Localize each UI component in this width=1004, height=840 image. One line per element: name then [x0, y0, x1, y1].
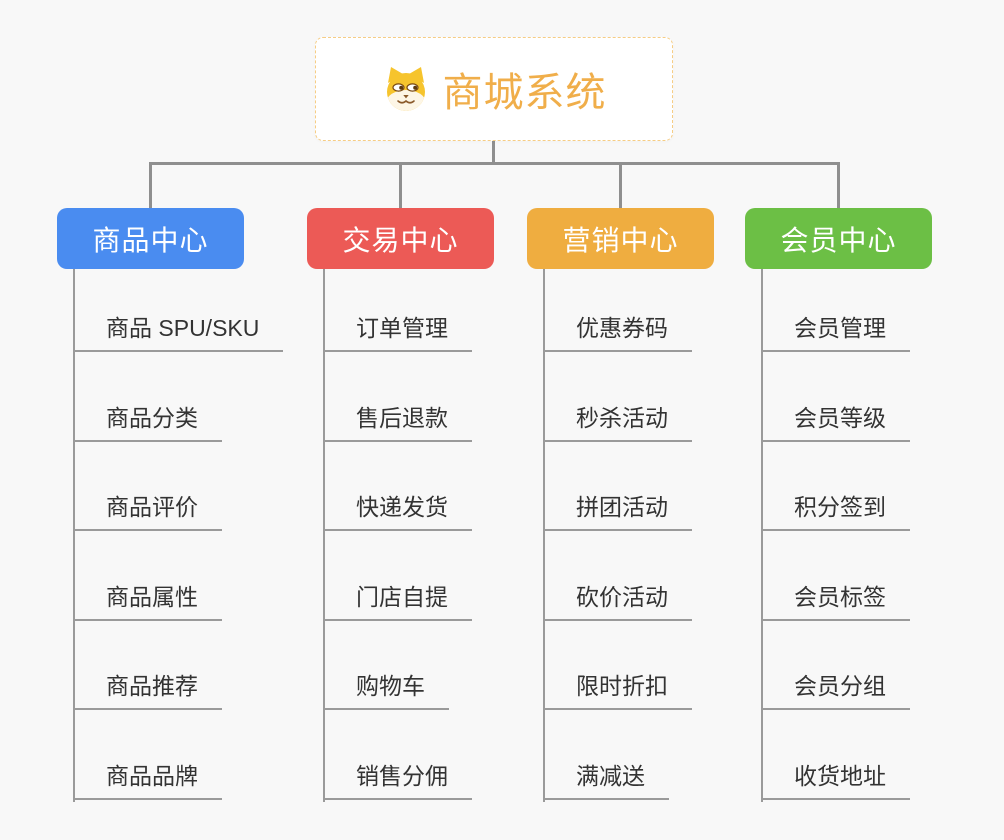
branch-trunk-line: [543, 269, 545, 802]
branch-product-center: 商品中心 商品 SPU/SKU 商品分类 商品评价 商品属性 商品推荐 商品品牌: [57, 162, 284, 812]
dog-face-icon: [386, 67, 425, 111]
child-node[interactable]: 秒杀活动: [543, 404, 692, 442]
child-node-label: 限时折扣: [543, 672, 692, 710]
child-node[interactable]: 会员管理: [761, 314, 910, 352]
child-node[interactable]: 商品推荐: [73, 672, 222, 710]
child-node-label: 拼团活动: [543, 493, 692, 531]
root-connector-line: [492, 140, 495, 164]
child-node[interactable]: 售后退款: [323, 404, 472, 442]
branch-child-list: 商品 SPU/SKU 商品分类 商品评价 商品属性 商品推荐 商品品牌: [57, 269, 317, 809]
child-node-label: 会员管理: [761, 314, 910, 352]
branch-child-list: 优惠券码 秒杀活动 拼团活动 砍价活动 限时折扣 满减送: [527, 269, 787, 809]
child-node-label: 砍价活动: [543, 583, 692, 621]
child-node-label: 商品品牌: [73, 762, 222, 800]
child-node-label: 秒杀活动: [543, 404, 692, 442]
branch-node-member-center[interactable]: 会员中心: [745, 208, 932, 269]
branch-child-list: 会员管理 会员等级 积分签到 会员标签 会员分组 收货地址: [745, 269, 1004, 809]
branch-member-center: 会员中心 会员管理 会员等级 积分签到 会员标签 会员分组 收货地址: [745, 162, 932, 812]
branch-bus-line: [149, 162, 840, 165]
child-node[interactable]: 收货地址: [761, 762, 910, 800]
child-node[interactable]: 会员分组: [761, 672, 910, 710]
child-node[interactable]: 优惠券码: [543, 314, 692, 352]
root-node-title: 商城系统: [442, 71, 607, 115]
branch-node-trade-center[interactable]: 交易中心: [307, 208, 494, 269]
child-node[interactable]: 会员标签: [761, 583, 910, 621]
branch-trunk-line: [761, 269, 763, 802]
child-node-label: 收货地址: [761, 762, 910, 800]
child-node-label: 满减送: [543, 762, 669, 800]
branch-connector-line: [837, 162, 840, 209]
child-node[interactable]: 门店自提: [323, 583, 472, 621]
branch-connector-line: [399, 162, 402, 209]
child-node-label: 快递发货: [323, 493, 472, 531]
child-node[interactable]: 积分签到: [761, 493, 910, 531]
child-node[interactable]: 商品分类: [73, 404, 222, 442]
branch-connector-line: [149, 162, 152, 209]
branch-node-product-center[interactable]: 商品中心: [57, 208, 244, 269]
child-node-label: 积分签到: [761, 493, 910, 531]
child-node[interactable]: 商品属性: [73, 583, 222, 621]
child-node[interactable]: 订单管理: [323, 314, 472, 352]
child-node-label: 售后退款: [323, 404, 472, 442]
branch-trade-center: 交易中心 订单管理 售后退款 快递发货 门店自提 购物车 销售分佣: [307, 162, 494, 812]
child-node[interactable]: 会员等级: [761, 404, 910, 442]
child-node-label: 商品属性: [73, 583, 222, 621]
child-node[interactable]: 购物车: [323, 672, 449, 710]
child-node-label: 订单管理: [323, 314, 472, 352]
child-node-label: 销售分佣: [323, 762, 472, 800]
branch-connector-line: [619, 162, 622, 209]
child-node-label: 会员分组: [761, 672, 910, 710]
root-node-mall-system[interactable]: 商城系统: [315, 37, 673, 141]
branch-trunk-line: [73, 269, 75, 802]
branch-marketing-center: 营销中心 优惠券码 秒杀活动 拼团活动 砍价活动 限时折扣 满减送: [527, 162, 714, 812]
child-node[interactable]: 满减送: [543, 762, 669, 800]
child-node-label: 会员等级: [761, 404, 910, 442]
child-node[interactable]: 快递发货: [323, 493, 472, 531]
branch-child-list: 订单管理 售后退款 快递发货 门店自提 购物车 销售分佣: [307, 269, 567, 809]
branch-node-marketing-center[interactable]: 营销中心: [527, 208, 714, 269]
child-node[interactable]: 砍价活动: [543, 583, 692, 621]
branch-trunk-line: [323, 269, 325, 802]
child-node[interactable]: 商品 SPU/SKU: [73, 314, 284, 352]
child-node[interactable]: 拼团活动: [543, 493, 692, 531]
child-node-label: 优惠券码: [543, 314, 692, 352]
child-node-label: 商品 SPU/SKU: [73, 314, 284, 352]
child-node-label: 商品评价: [73, 493, 222, 531]
child-node-label: 购物车: [323, 672, 449, 710]
child-node[interactable]: 商品品牌: [73, 762, 222, 800]
child-node-label: 门店自提: [323, 583, 472, 621]
child-node[interactable]: 商品评价: [73, 493, 222, 531]
child-node[interactable]: 限时折扣: [543, 672, 692, 710]
child-node-label: 商品分类: [73, 404, 222, 442]
child-node-label: 会员标签: [761, 583, 910, 621]
child-node-label: 商品推荐: [73, 672, 222, 710]
child-node[interactable]: 销售分佣: [323, 762, 472, 800]
